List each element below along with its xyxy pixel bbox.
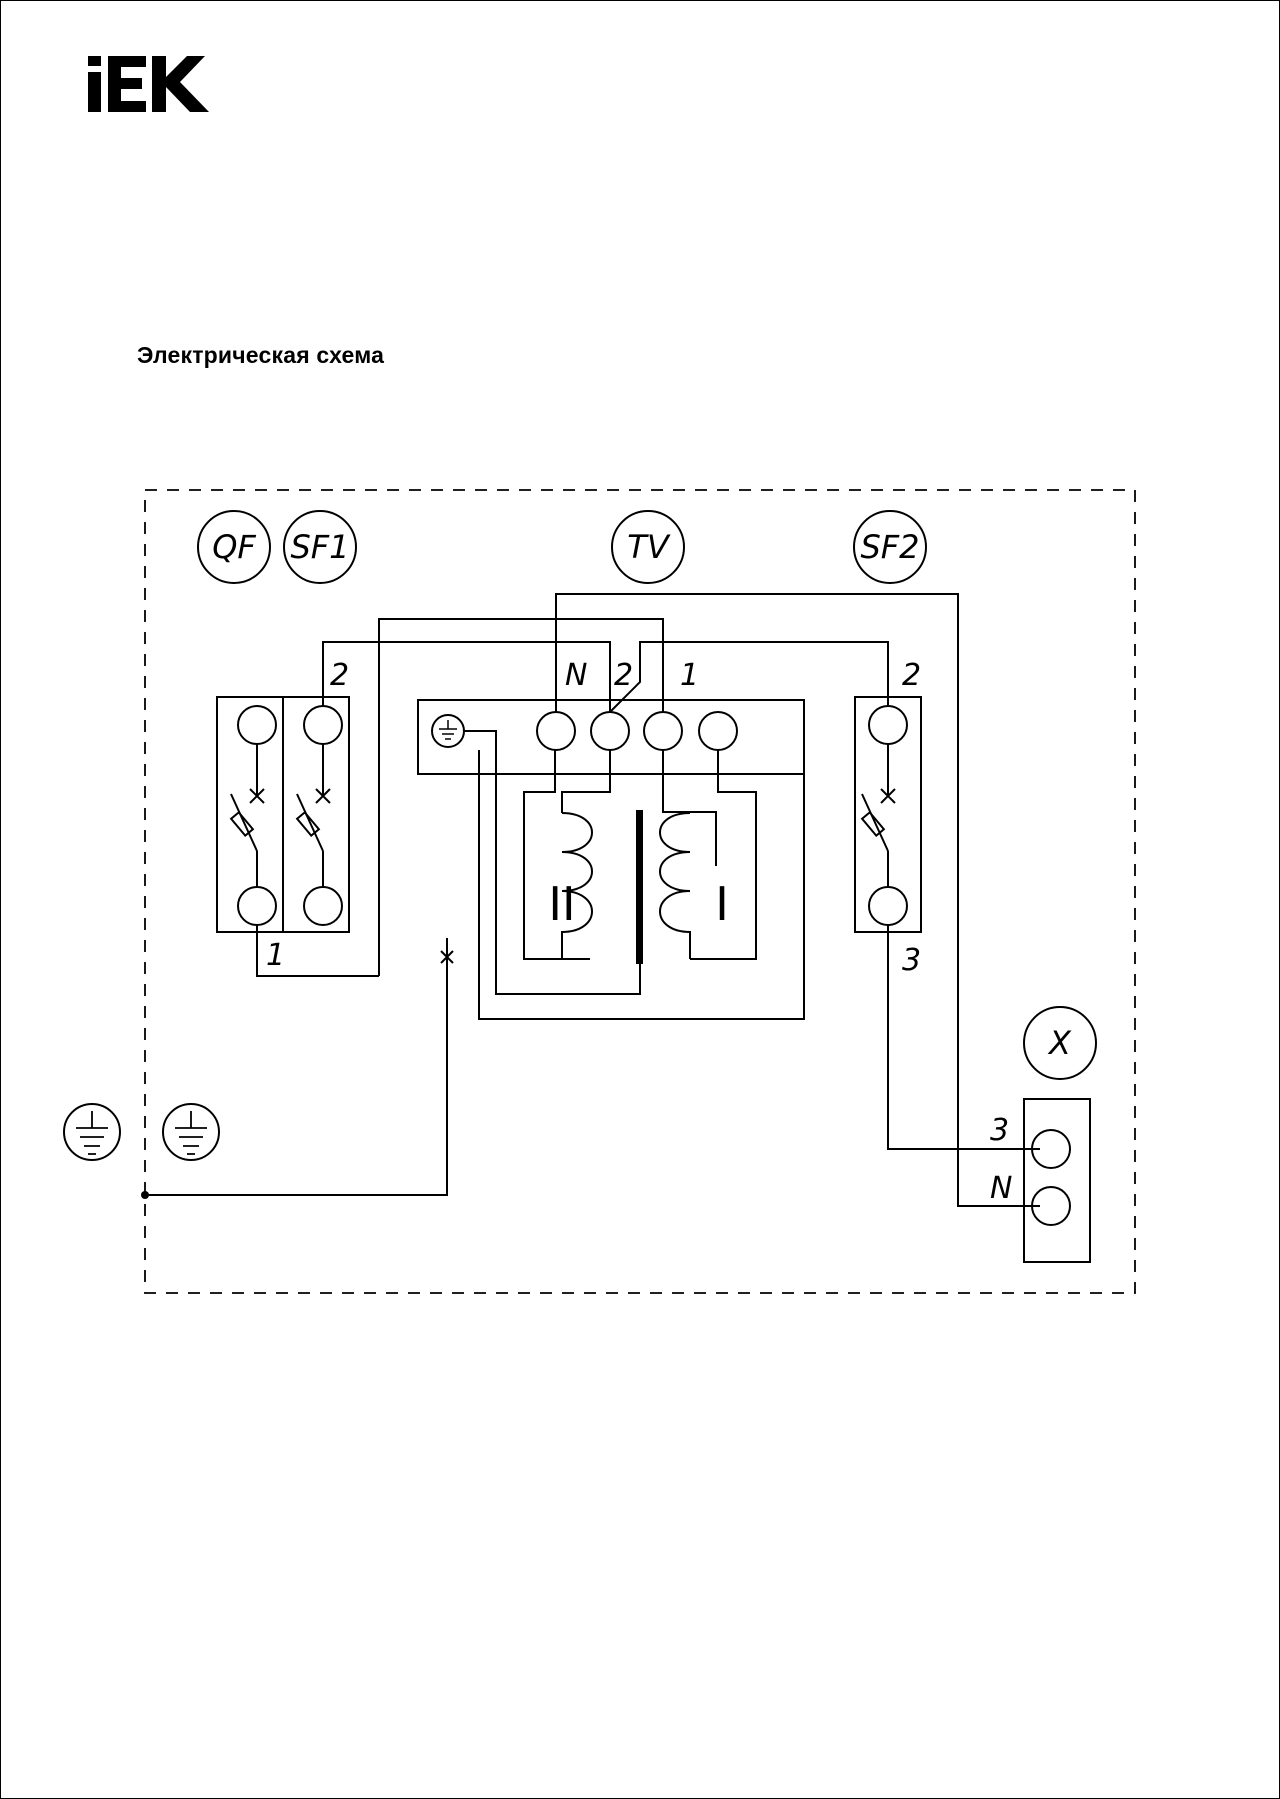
x-terminal-block [1023, 1098, 1091, 1263]
sf2-label: SF2 [860, 528, 919, 566]
secondary-winding-label: II [548, 877, 575, 931]
x-terminal-n: N [990, 1171, 1012, 1206]
sf2-terminal-3: 3 [902, 943, 921, 978]
sf1-terminal-2: 2 [330, 658, 349, 693]
sf2-breaker-block [854, 696, 922, 933]
tv-label: TV [627, 528, 671, 566]
page-title: Электрическая схема [137, 342, 385, 368]
iek-logo [88, 56, 209, 112]
tv-terminal-n: N [565, 658, 587, 693]
primary-winding-label: I [715, 877, 729, 931]
tv-terminal-2: 2 [614, 658, 633, 693]
enclosure-outline [144, 489, 1136, 1294]
ground-symbol-1 [63, 1103, 121, 1161]
sf1-breaker-block [282, 696, 350, 933]
sf2-terminal-2: 2 [902, 658, 921, 693]
ground-symbol-2 [162, 1103, 220, 1161]
x-terminal-3: 3 [990, 1113, 1009, 1148]
x-label: X [1047, 1024, 1072, 1062]
qf-label: QF [212, 528, 256, 566]
sf1-label: SF1 [290, 528, 349, 566]
qf-terminal-1: 1 [266, 938, 285, 973]
tv-terminal-1: 1 [680, 658, 699, 693]
